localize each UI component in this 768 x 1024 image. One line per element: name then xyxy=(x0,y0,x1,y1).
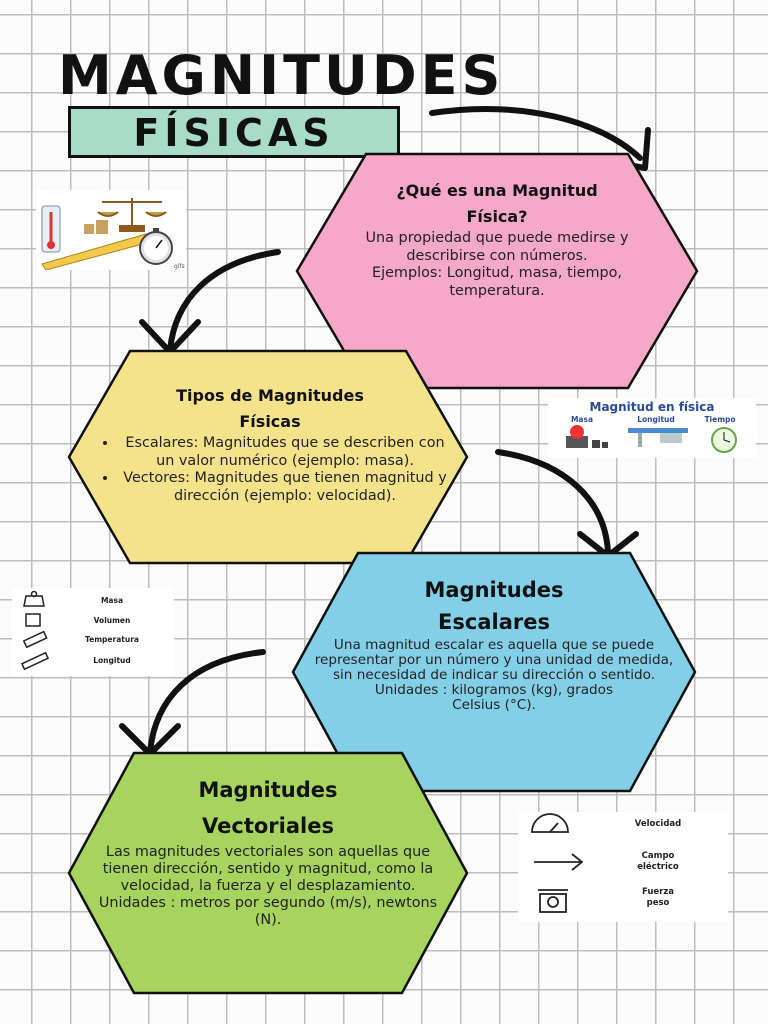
arrow-to-card2 xyxy=(167,249,281,353)
card3-body: Una magnitud escalar es aquella que se p… xyxy=(314,637,674,683)
card-what-is: ¿Qué es una Magnitud Física? Una propied… xyxy=(294,150,700,392)
label-tiempo: Tiempo xyxy=(704,415,735,424)
scale-weights-icon xyxy=(566,425,608,448)
scale-icon xyxy=(539,893,567,913)
thermometer-icon xyxy=(41,205,61,253)
card4-units: Unidades : metros por segundo (m/s), new… xyxy=(98,895,438,928)
stopwatch-icon xyxy=(139,228,173,265)
card3-units: Unidades : kilogramos (kg), grados Celsi… xyxy=(374,682,614,713)
beaker-icon xyxy=(25,613,41,627)
balance-scale-icon xyxy=(97,198,167,232)
weight-icon xyxy=(84,224,94,234)
card1-title: ¿Qué es una Magnitud Física? xyxy=(396,181,598,226)
magnitud-fisica-title: Magnitud en física xyxy=(590,400,715,414)
mass-weight-icon xyxy=(23,595,45,607)
card-types: Tipos de Magnitudes Físicas Escalares: M… xyxy=(66,348,470,566)
card-scalars: Magnitudes Escalares Una magnitud escala… xyxy=(290,550,698,794)
subtitle-box: FÍSICAS xyxy=(68,106,400,158)
instruments-image: gifs xyxy=(36,190,186,271)
clock-icon xyxy=(711,427,737,453)
instruments-caption: gifs xyxy=(174,263,185,270)
label-temperatura: Temperatura xyxy=(85,635,139,644)
speedometer-icon xyxy=(531,813,569,833)
hexagon-green xyxy=(67,751,469,995)
card2-item-vector: Vectores: Magnitudes que tienen magnitud… xyxy=(118,470,452,505)
ruler-icon xyxy=(20,651,50,671)
label-masa: Masa xyxy=(101,596,123,605)
card3-title: Magnitudes Escalares xyxy=(424,578,564,634)
label-longitud: Longitud xyxy=(93,656,131,665)
card1-examples: Ejemplos: Longitud, masa, tiempo, temper… xyxy=(371,265,623,299)
card2-item-scalar: Escalares: Magnitudes que se describen c… xyxy=(118,435,452,470)
hexagon-blue xyxy=(291,551,697,793)
hexagon-pink xyxy=(295,152,699,390)
card-vectors: Magnitudes Vectoriales Las magnitudes ve… xyxy=(66,750,470,996)
subtitle: FÍSICAS xyxy=(133,111,335,155)
weight-icon xyxy=(96,220,108,234)
card2-list: Escalares: Magnitudes que se describen c… xyxy=(88,435,452,505)
scalar-list-image: Masa Volumen Temperatura Longitud xyxy=(12,588,174,676)
magnitud-fisica-image: Magnitud en física Masa Longitud Tiempo xyxy=(548,398,756,458)
thermometer-icon xyxy=(22,630,48,649)
label-longitud: Longitud xyxy=(637,415,675,424)
label-masa: Masa xyxy=(571,415,593,424)
arrow-to-card1 xyxy=(429,106,643,161)
card4-body: Las magnitudes vectoriales son aquellas … xyxy=(102,844,434,894)
card2-title: Tipos de Magnitudes Físicas xyxy=(176,386,364,431)
page-title: MAGNITUDES xyxy=(58,44,505,107)
card4-title: Magnitudes Vectoriales xyxy=(198,778,338,838)
caliper-icon xyxy=(628,428,688,447)
label-volumen: Volumen xyxy=(94,616,131,625)
arrow-to-card3 xyxy=(495,449,611,555)
arrow-to-card4 xyxy=(147,649,266,755)
label-velocidad: Velocidad xyxy=(635,819,682,829)
card1-body: Una propiedad que puede medirse y descri… xyxy=(365,230,629,264)
